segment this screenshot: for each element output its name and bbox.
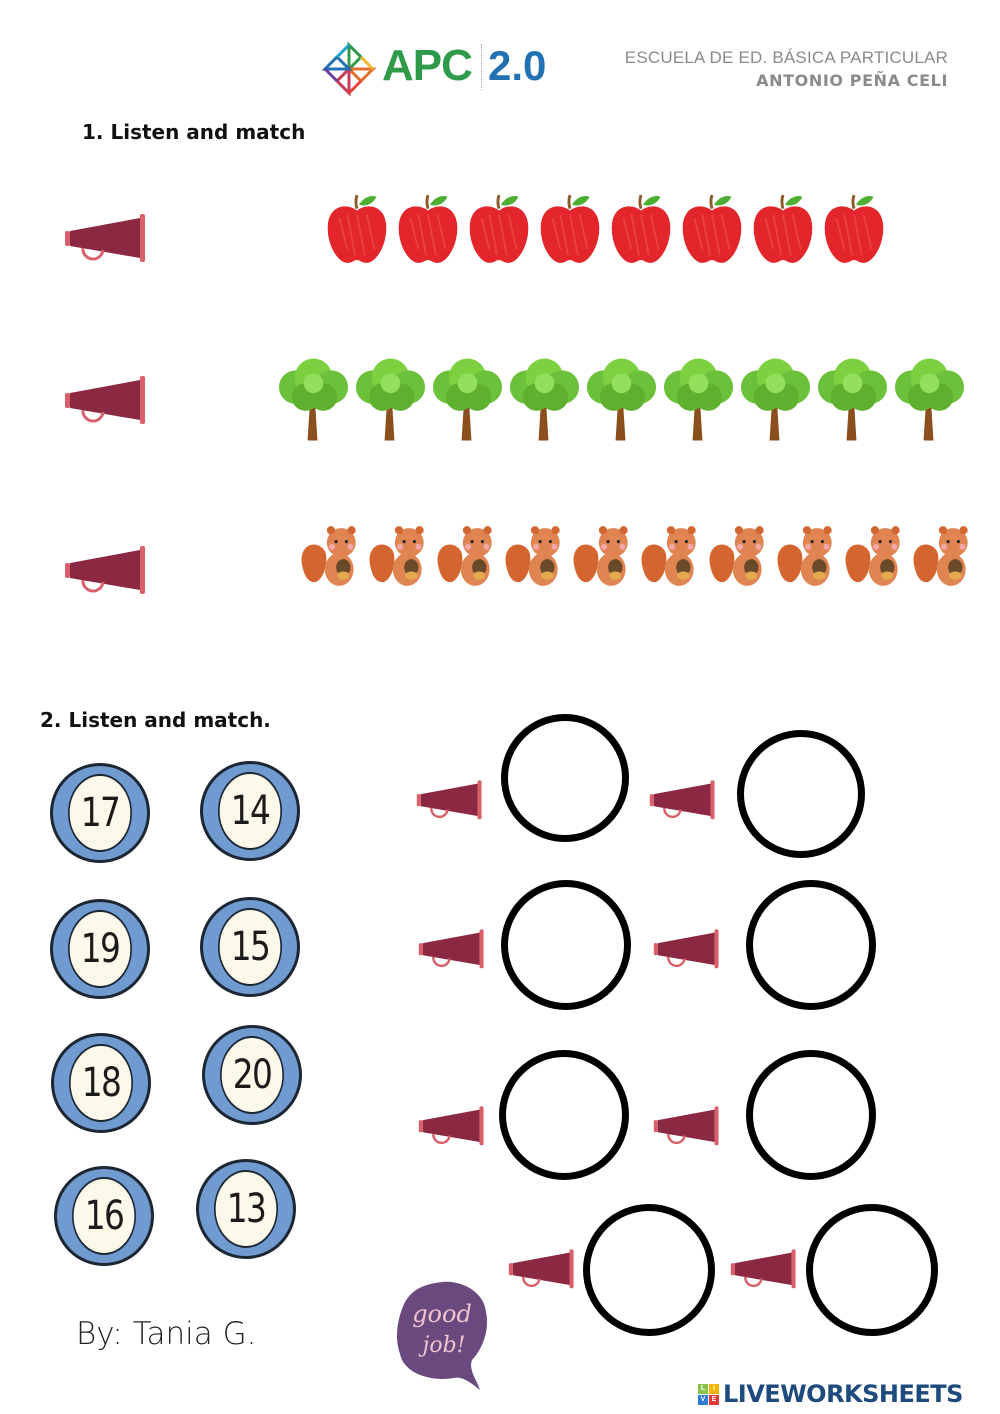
squirrel-icon — [706, 524, 774, 588]
number-badge[interactable]: 16 — [54, 1166, 154, 1266]
squirrel-icon — [366, 524, 434, 588]
answer-drop-circle[interactable] — [746, 880, 876, 1010]
tree-icon — [276, 356, 351, 442]
megaphone-icon[interactable] — [649, 777, 717, 821]
number-badge[interactable]: 20 — [202, 1025, 302, 1125]
answer-drop-circle[interactable] — [499, 1050, 629, 1180]
answer-drop-circle[interactable] — [501, 880, 631, 1010]
apc-logo-version: 2.0 — [488, 42, 547, 89]
megaphone-icon[interactable] — [653, 1103, 721, 1147]
number-badge-label: 20 — [220, 1036, 284, 1114]
good-job-sticker-icon: good job! — [397, 1281, 488, 1390]
liveworksheets-wordmark: LIVEWORKSHEETS — [723, 1380, 963, 1408]
section2-title: 2. Listen and match. — [40, 708, 271, 732]
number-badge-label: 13 — [214, 1170, 278, 1248]
apc-star-logo-icon — [322, 42, 376, 96]
squirrel-icon — [638, 524, 706, 588]
squirrel-icon — [774, 524, 842, 588]
cube-v: V — [698, 1394, 708, 1405]
megaphone-icon[interactable] — [418, 1103, 486, 1147]
apple-icon — [326, 190, 388, 266]
number-badge[interactable]: 19 — [50, 899, 150, 999]
squirrel-icon — [298, 524, 366, 588]
svg-text:good: good — [412, 1300, 472, 1328]
author-credit: By: Tania G. — [76, 1316, 257, 1352]
squirrel-row[interactable] — [298, 524, 978, 588]
tree-icon — [815, 356, 890, 442]
squirrel-icon — [842, 524, 910, 588]
megaphone-icon[interactable] — [64, 372, 148, 426]
number-badge[interactable]: 13 — [196, 1159, 296, 1259]
tree-row[interactable] — [276, 356, 967, 442]
apple-icon — [539, 190, 601, 266]
apple-icon — [468, 190, 530, 266]
number-badge-label: 17 — [68, 774, 132, 852]
squirrel-icon — [502, 524, 570, 588]
school-name-line2: ANTONIO PEÑA CELI — [756, 71, 948, 90]
logo-divider — [481, 44, 483, 90]
cube-i: I — [709, 1383, 719, 1394]
liveworksheets-cubes-icon: L I V E — [698, 1383, 719, 1405]
apple-row[interactable] — [326, 190, 885, 266]
megaphone-icon[interactable] — [418, 926, 486, 970]
cube-l: L — [698, 1383, 708, 1394]
number-badge[interactable]: 15 — [200, 897, 300, 997]
tree-icon — [507, 356, 582, 442]
apple-icon — [397, 190, 459, 266]
answer-drop-circle[interactable] — [746, 1050, 876, 1180]
cube-e: E — [709, 1394, 719, 1405]
number-badge[interactable]: 14 — [200, 761, 300, 861]
svg-text:job!: job! — [418, 1333, 466, 1358]
tree-icon — [738, 356, 813, 442]
number-badge[interactable]: 18 — [51, 1033, 151, 1133]
number-badge-label: 15 — [218, 908, 282, 986]
apple-icon — [610, 190, 672, 266]
apc-logo-text: APC — [382, 41, 473, 90]
answer-drop-circle[interactable] — [583, 1204, 715, 1336]
number-badge-label: 16 — [72, 1177, 136, 1255]
section1-title: 1. Listen and match — [82, 120, 306, 144]
tree-icon — [584, 356, 659, 442]
squirrel-icon — [570, 524, 638, 588]
number-badge[interactable]: 17 — [50, 763, 150, 863]
megaphone-icon[interactable] — [64, 210, 148, 264]
apple-icon — [823, 190, 885, 266]
school-name-line1: ESCUELA DE ED. BÁSICA PARTICULAR — [624, 48, 948, 67]
number-badge-label: 14 — [218, 772, 282, 850]
number-badge-label: 18 — [69, 1044, 133, 1122]
megaphone-icon[interactable] — [508, 1246, 576, 1290]
megaphone-icon[interactable] — [653, 926, 721, 970]
tree-icon — [353, 356, 428, 442]
answer-drop-circle[interactable] — [806, 1204, 938, 1336]
liveworksheets-brand[interactable]: L I V E LIVEWORKSHEETS — [698, 1380, 963, 1408]
number-badge-label: 19 — [68, 910, 132, 988]
megaphone-icon[interactable] — [730, 1246, 798, 1290]
tree-icon — [661, 356, 736, 442]
squirrel-icon — [434, 524, 502, 588]
apple-icon — [681, 190, 743, 266]
answer-drop-circle[interactable] — [501, 714, 629, 842]
apple-icon — [752, 190, 814, 266]
answer-drop-circle[interactable] — [737, 730, 865, 858]
squirrel-icon — [910, 524, 978, 588]
megaphone-icon[interactable] — [416, 777, 484, 821]
megaphone-icon[interactable] — [64, 542, 148, 596]
tree-icon — [892, 356, 967, 442]
tree-icon — [430, 356, 505, 442]
